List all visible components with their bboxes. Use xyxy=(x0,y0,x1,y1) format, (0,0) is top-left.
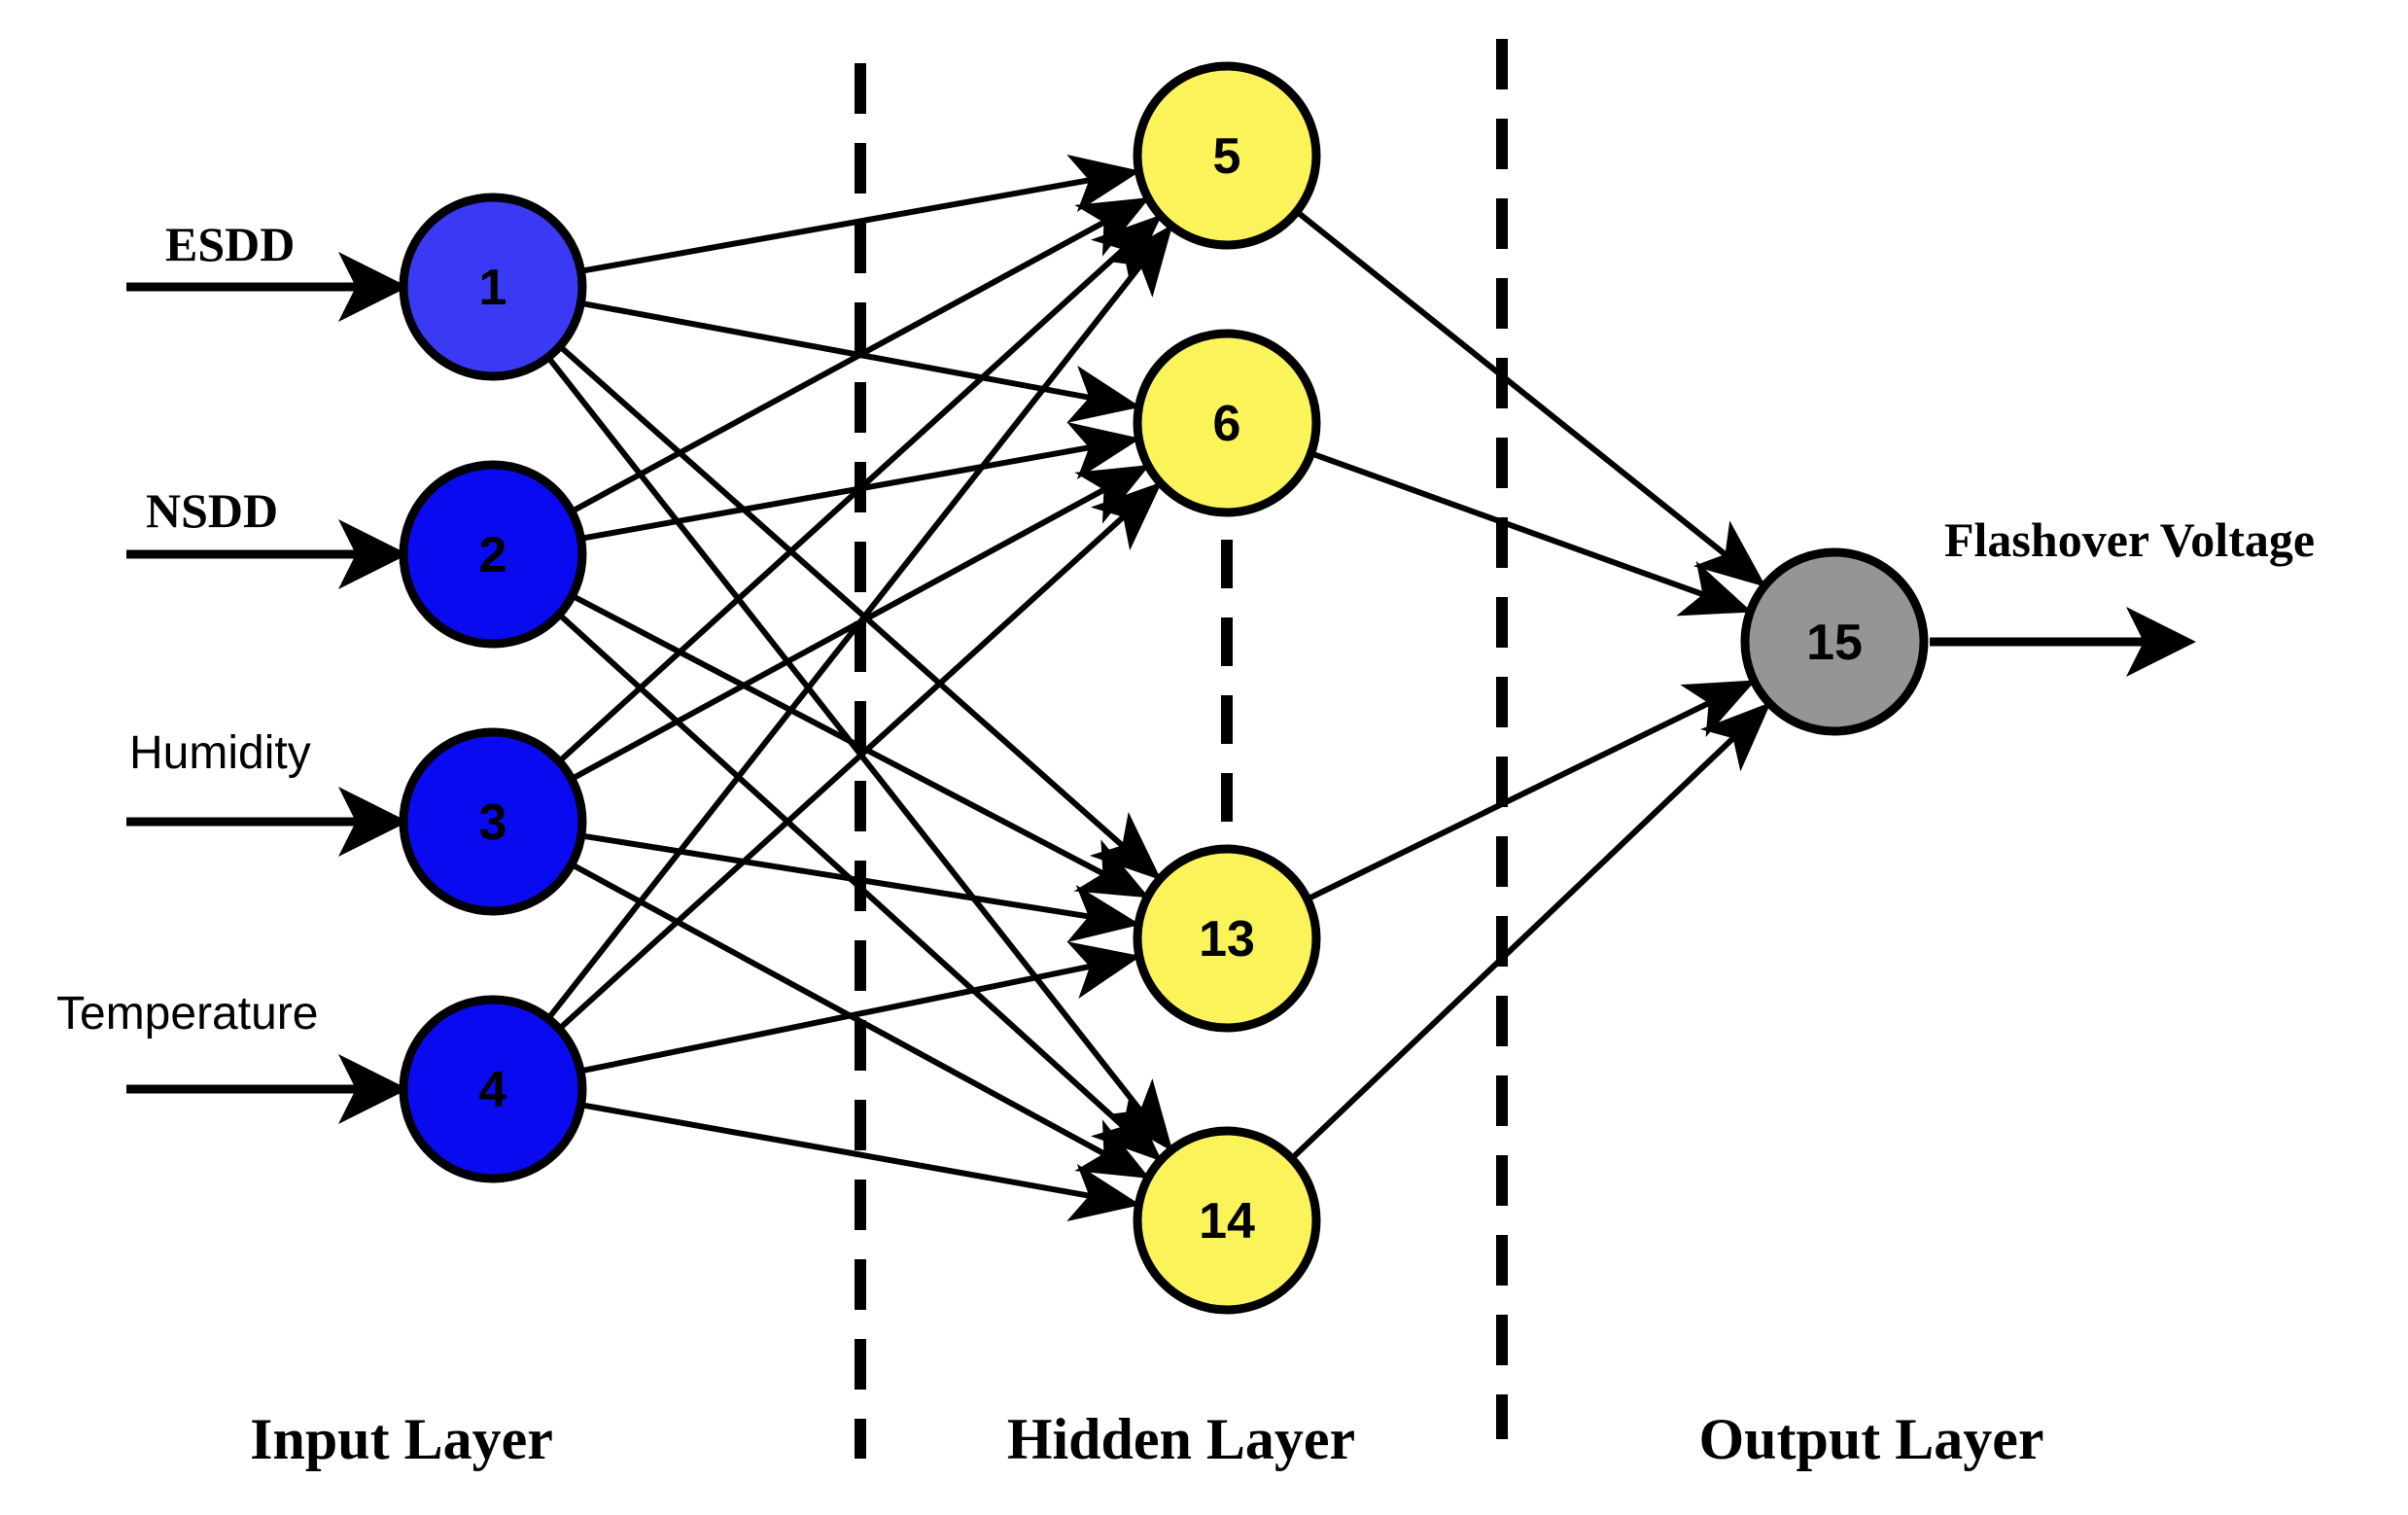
edge-6-15 xyxy=(1309,450,1753,617)
edge-4-14 xyxy=(580,1102,1141,1222)
hidden-node-14-number: 14 xyxy=(1199,1193,1255,1250)
edge-14-15 xyxy=(1289,702,1771,1161)
input-arrows xyxy=(126,252,408,1124)
input-node-3-number: 3 xyxy=(479,794,507,851)
hidden-node-6-number: 6 xyxy=(1213,396,1241,452)
hidden-node-13-number: 13 xyxy=(1199,911,1255,968)
hidden-node-5-circle xyxy=(1133,61,1321,250)
hidden-node-5: 5 xyxy=(1133,61,1321,250)
edge-1-5 xyxy=(580,154,1141,274)
hidden-node-13: 13 xyxy=(1133,844,1321,1033)
input-node-1: 1 xyxy=(399,193,587,381)
input-label-temperature: Temperature xyxy=(56,988,318,1039)
input-node-1-number: 1 xyxy=(479,260,507,316)
edge-1-13 xyxy=(557,343,1162,881)
layer-label-hidden: Hidden Layer xyxy=(1007,1407,1355,1471)
input-node-2-number: 2 xyxy=(479,527,507,583)
hidden-node-13-circle xyxy=(1133,844,1321,1033)
edge-2-5 xyxy=(570,196,1150,514)
edge-5-15 xyxy=(1294,209,1766,587)
output-node-15: 15 xyxy=(1740,547,1929,736)
input-node-3: 3 xyxy=(399,727,587,916)
input-label-nsdd: NSDD xyxy=(146,483,278,538)
hidden-node-5-number: 5 xyxy=(1213,128,1241,185)
hidden-node-14: 14 xyxy=(1133,1126,1321,1315)
edge-3-5 xyxy=(557,214,1163,764)
output-node-15-circle xyxy=(1740,547,1929,736)
output-label: Flashover Voltage xyxy=(1944,512,2315,567)
input-node-4: 4 xyxy=(399,995,587,1183)
input-node-2-circle xyxy=(399,460,587,649)
edge-4-13 xyxy=(579,941,1141,1075)
edge-3-13 xyxy=(580,832,1141,943)
input-node-4-circle xyxy=(399,995,587,1183)
input-label-esdd: ESDD xyxy=(165,217,295,271)
hidden-node-14-circle xyxy=(1133,1126,1321,1315)
hidden-node-6: 6 xyxy=(1133,329,1321,517)
hidden-node-6-circle xyxy=(1133,329,1321,517)
nodes: 1 2 3 4 5 6 13 14 15 xyxy=(399,61,1929,1315)
input-node-4-number: 4 xyxy=(479,1062,507,1118)
input-label-humidity: Humidity xyxy=(129,727,311,779)
output-node-15-number: 15 xyxy=(1806,615,1863,671)
edge-3-14 xyxy=(570,862,1150,1180)
edge-4-6 xyxy=(557,481,1163,1032)
input-node-3-circle xyxy=(399,727,587,916)
input-node-2: 2 xyxy=(399,460,587,649)
edge-13-15 xyxy=(1306,680,1757,902)
edge-1-14 xyxy=(545,355,1173,1152)
layer-label-input: Input Layer xyxy=(250,1407,553,1471)
layer-label-output: Output Layer xyxy=(1698,1407,2043,1471)
input-node-1-circle xyxy=(399,193,587,381)
connections xyxy=(545,154,1771,1222)
edge-2-14 xyxy=(557,612,1163,1162)
edge-2-13 xyxy=(571,592,1150,898)
edge-4-5 xyxy=(545,224,1173,1021)
